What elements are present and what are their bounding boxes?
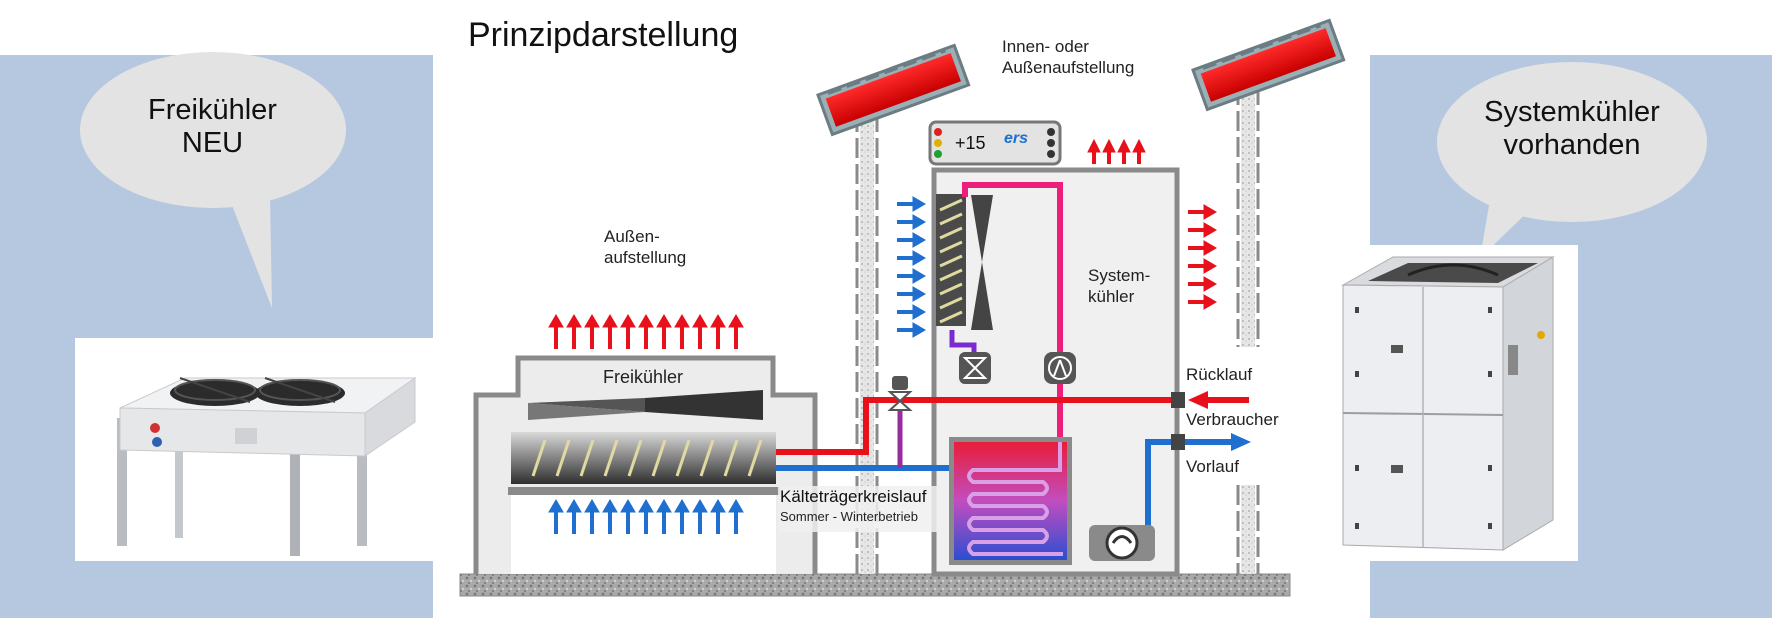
left-bubble-line1: Freikühler xyxy=(148,94,277,126)
return-pipe xyxy=(776,397,1179,455)
flow-connector xyxy=(1171,434,1185,450)
return-connector xyxy=(1171,392,1185,408)
flow-pipe xyxy=(1145,439,1179,555)
freecooler-unit xyxy=(473,355,818,574)
three-way-valve-icon xyxy=(887,376,913,411)
right-bubble-text: Systemkühler vorhanden xyxy=(1462,96,1682,162)
systemcooler-photo xyxy=(1313,245,1578,561)
left-bubble-text: Freikühler NEU xyxy=(110,94,315,160)
label-system-cooler-line2: kühler xyxy=(1088,287,1135,306)
label-system-cooler-line1: System- xyxy=(1088,266,1151,285)
label-freecooler: Freikühler xyxy=(603,367,684,387)
left-bubble-line2: NEU xyxy=(181,127,244,159)
heat-panel-right xyxy=(1191,18,1346,112)
circuit-caption: Kälteträgerkreislauf Sommer - Winterbetr… xyxy=(778,486,948,532)
label-system-cooler: System- kühler xyxy=(1088,265,1150,307)
right-bubble-line2: vorhanden xyxy=(1503,129,1641,161)
systemcooler-intake-arrows xyxy=(897,196,926,338)
right-speech-bubble xyxy=(1437,62,1707,258)
heat-panel-left xyxy=(816,43,971,137)
freecooler-cold-air-arrows xyxy=(548,499,744,534)
freecooler-hot-air-arrows xyxy=(548,314,744,349)
systemcooler-coil-fins xyxy=(939,198,963,324)
label-outdoor: Außen- aufstellung xyxy=(604,226,686,268)
flow-arrow-icon xyxy=(1185,433,1251,451)
ground xyxy=(459,573,1291,597)
controller-display: +15 xyxy=(955,133,986,153)
freecooler-photo xyxy=(75,338,433,561)
freecooler-illustration xyxy=(117,377,417,556)
label-outdoor-line1: Außen- xyxy=(604,227,660,246)
right-bubble-line1: Systemkühler xyxy=(1484,96,1660,128)
systemcooler-illustration xyxy=(1341,256,1555,551)
return-arrow-icon xyxy=(1188,391,1249,409)
systemcooler-exhaust-arrows xyxy=(1188,204,1217,310)
controller xyxy=(928,120,1062,166)
label-return: Rücklauf xyxy=(1186,365,1253,384)
label-flow: Vorlauf xyxy=(1186,457,1239,476)
label-indoor-outdoor-line1: Innen- oder xyxy=(1002,37,1089,56)
pump-icon xyxy=(1089,525,1155,561)
label-indoor-outdoor: Innen- oder Außenaufstellung xyxy=(1002,36,1134,78)
label-consumer: Verbraucher xyxy=(1186,410,1279,429)
label-outdoor-line2: aufstellung xyxy=(604,248,687,267)
expansion-valve-icon xyxy=(959,352,991,384)
systemcooler-fan xyxy=(971,195,993,330)
label-circuit: Kälteträgerkreislauf xyxy=(780,487,927,506)
wall-right-upper xyxy=(1236,85,1260,347)
wall-right-lower xyxy=(1236,485,1260,574)
label-indoor-outdoor-line2: Außenaufstellung xyxy=(1002,58,1135,77)
label-operation: Sommer - Winterbetrieb xyxy=(780,509,918,524)
left-speech-bubble xyxy=(80,52,346,308)
schematic-diagram xyxy=(459,18,1346,597)
systemcooler-top-arrows xyxy=(1087,138,1146,164)
page-title: Prinzipdarstellung xyxy=(468,16,739,54)
refrigerant-pipe xyxy=(962,182,1063,442)
controller-brand: ers xyxy=(1004,130,1029,147)
compressor-icon xyxy=(1044,352,1076,384)
wall-left xyxy=(855,112,879,574)
buffer-tank xyxy=(949,437,1072,565)
